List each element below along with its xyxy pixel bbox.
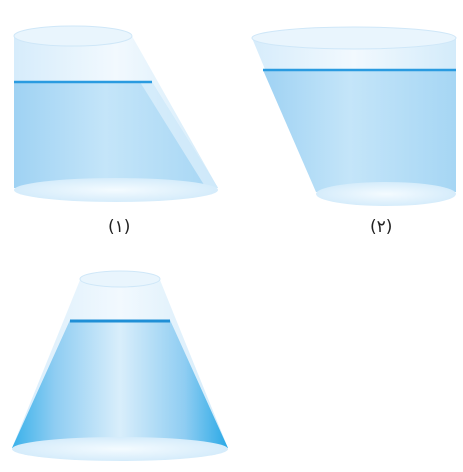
- container-1-label: (١): [108, 217, 131, 237]
- container-3-water: [12, 320, 228, 448]
- container-3: [12, 270, 228, 461]
- container-2-water: [263, 70, 456, 192]
- container-3-top-rim: [79, 270, 161, 288]
- container-2-top-rim: [251, 26, 457, 50]
- container-2-label: (٢): [370, 217, 393, 237]
- container-1-top-rim: [13, 25, 133, 47]
- container-1: [13, 25, 218, 202]
- container-1-base: [14, 178, 218, 202]
- container-1-edge-shine: [140, 82, 218, 188]
- container-2: [251, 26, 457, 206]
- container-3-base: [12, 437, 228, 461]
- container-2-base: [316, 182, 456, 206]
